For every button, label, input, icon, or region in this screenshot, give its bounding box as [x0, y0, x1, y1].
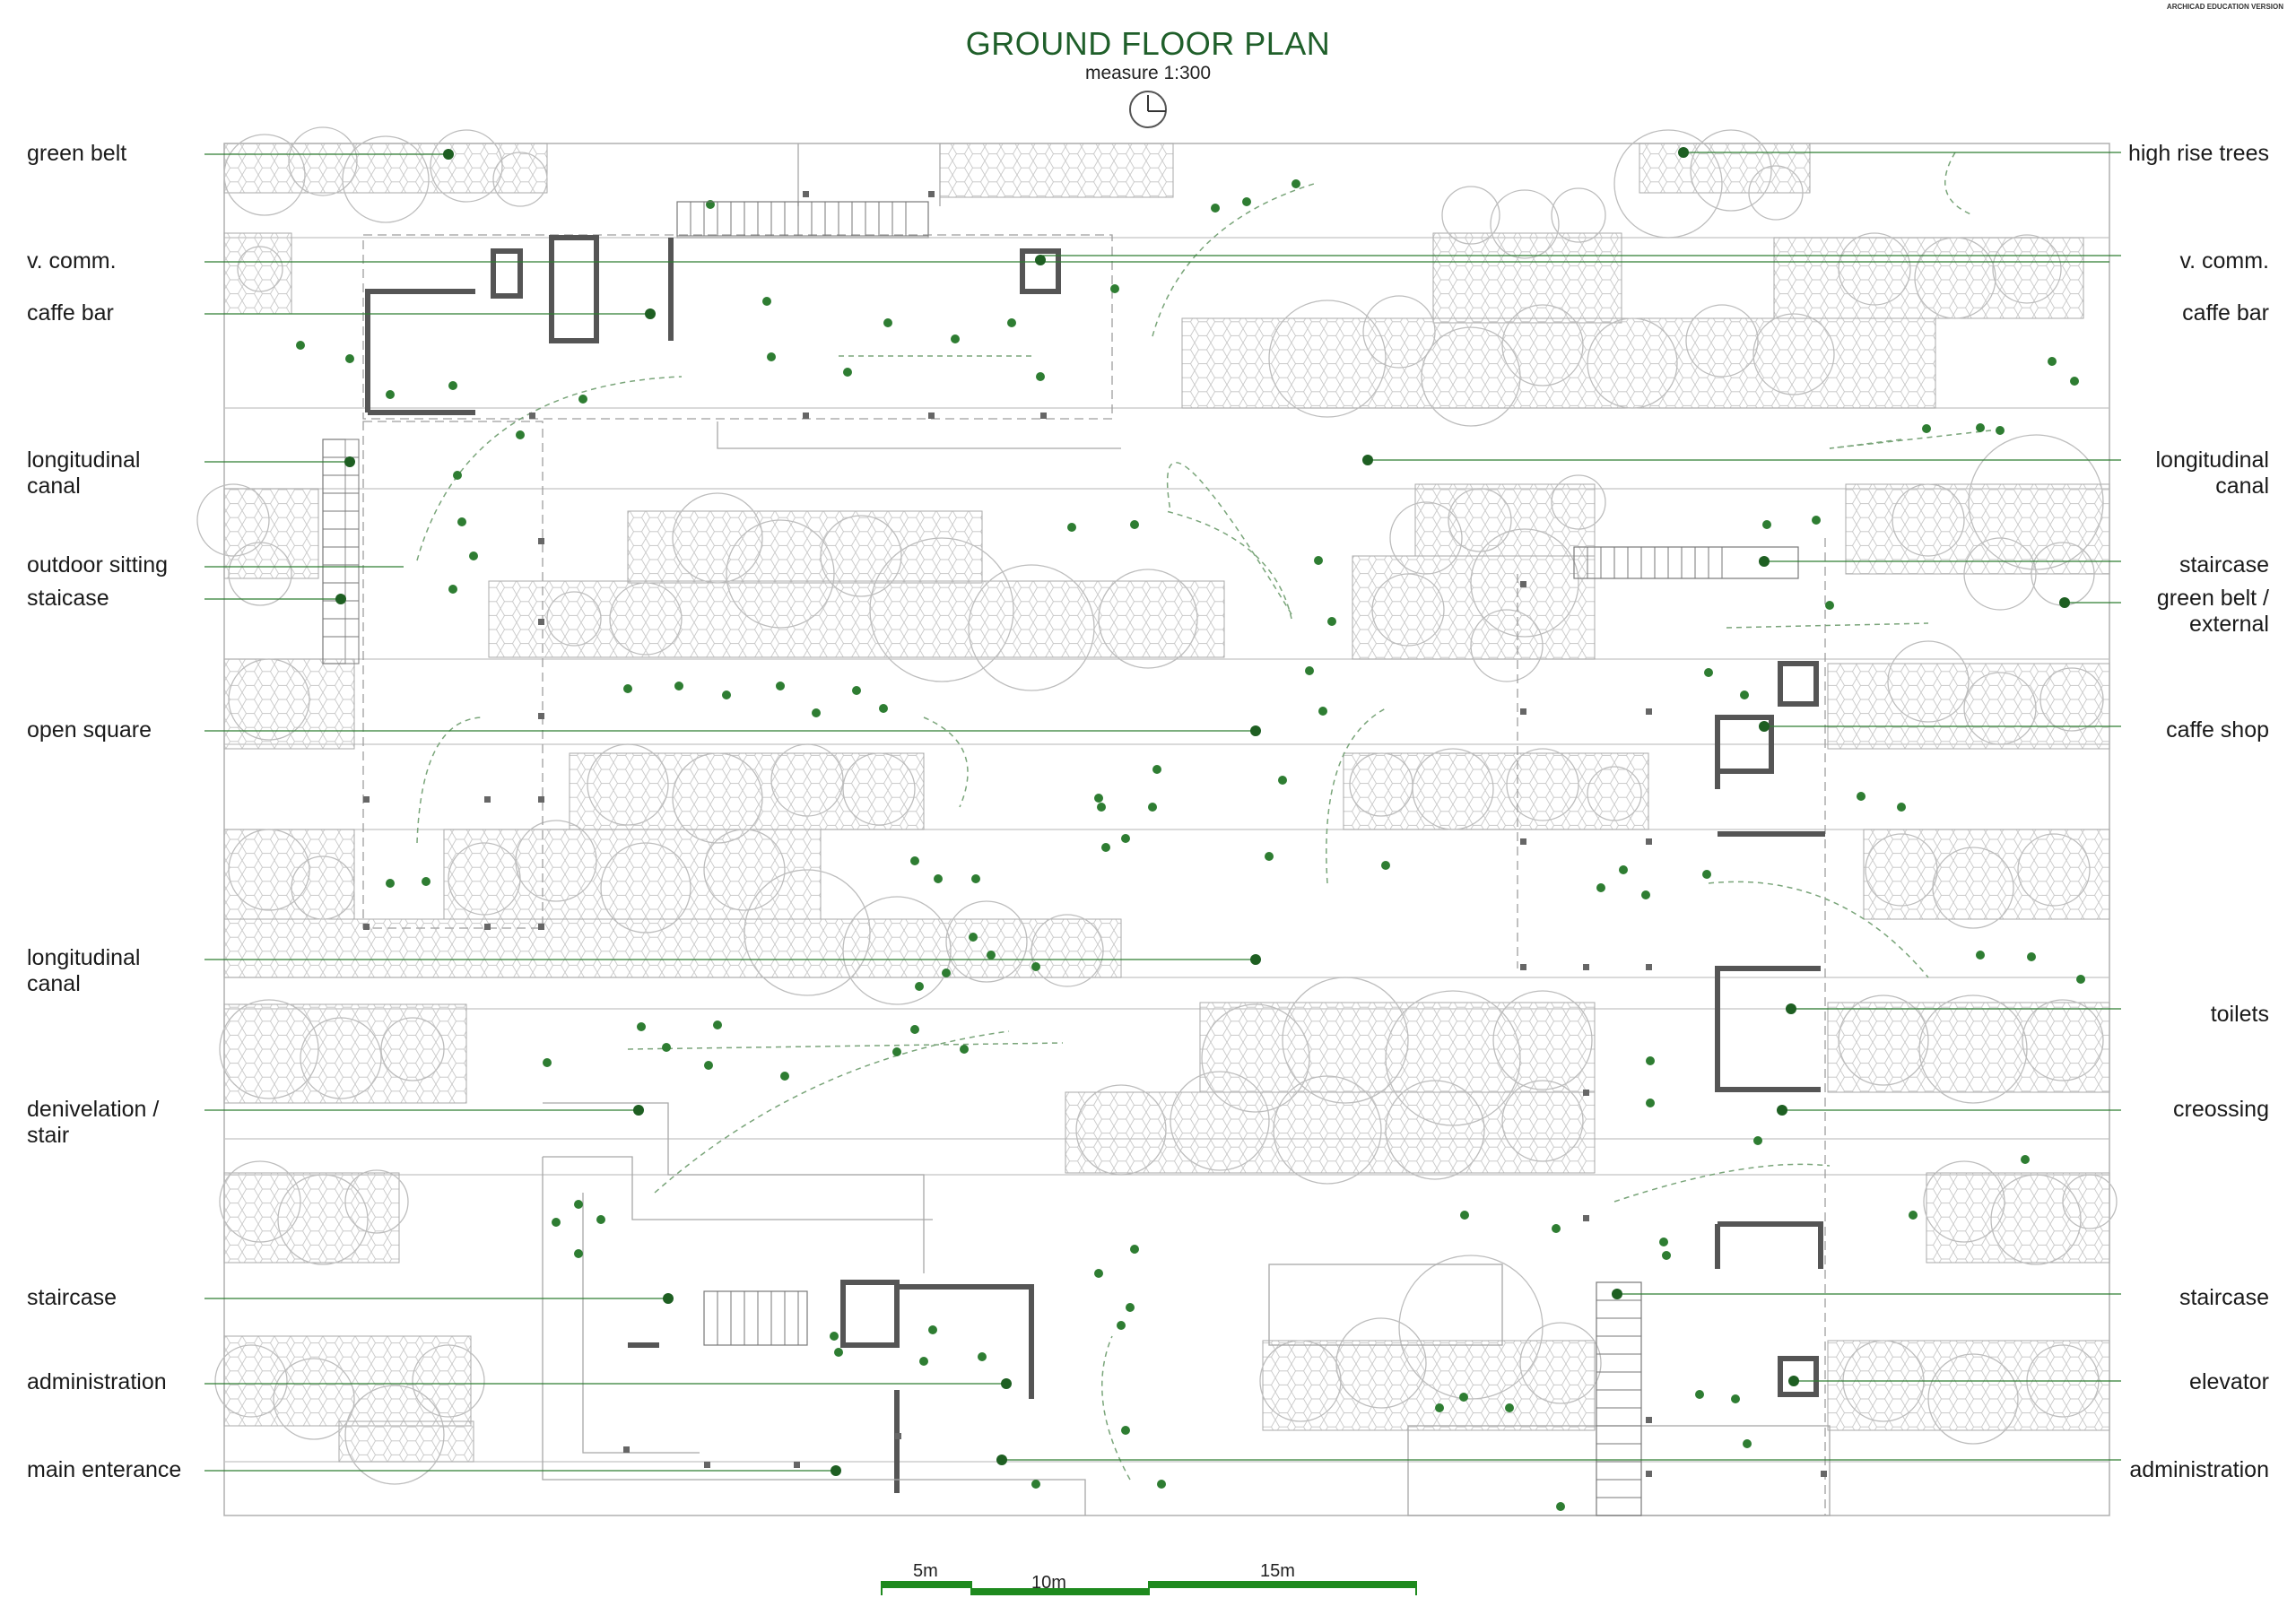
watermark: ARCHICAD EDUCATION VERSION [2166, 3, 2283, 11]
structural-posts [363, 191, 1827, 1477]
leader-dots-left [335, 149, 1261, 1476]
label-right-staircase-1: staircase [2179, 552, 2269, 578]
label-left-staircase: staircase [27, 1285, 117, 1310]
walk-arrows [416, 152, 1992, 1481]
dashed-outlines [362, 234, 1826, 1515]
page-subtitle: measure 1:300 [1084, 63, 1212, 83]
label-left-green-belt: green belt [27, 141, 127, 166]
north-arrow-icon [1129, 91, 1167, 128]
label-right-green-belt-external: green belt /external [2156, 586, 2269, 637]
scale-label-10m: 10m [1031, 1573, 1066, 1593]
label-left-main-enterance: main enterance [27, 1457, 182, 1482]
label-right-staircase-2: staircase [2179, 1285, 2269, 1310]
green-belts [223, 143, 2110, 1463]
label-right-elevator: elevator [2189, 1369, 2269, 1394]
label-right-caffe-bar: caffe bar [2182, 300, 2269, 326]
building-walls [365, 235, 1825, 1493]
leader-dots-right [996, 147, 2070, 1465]
label-left-denivelation-stair: denivelation /stair [27, 1097, 160, 1148]
label-left-v-comm: v. comm. [27, 248, 117, 274]
label-right-caffe-shop: caffe shop [2166, 717, 2269, 743]
scale-bar [881, 1581, 1417, 1595]
label-right-v-comm: v. comm. [2179, 248, 2269, 274]
tree-canopies [196, 126, 2118, 1485]
label-right-administration: administration [2129, 1457, 2269, 1482]
label-left-outdoor-sitting: outdoor sitting [27, 552, 169, 578]
page-title: GROUND FLOOR PLAN [965, 25, 1331, 62]
scale-label-15m: 15m [1260, 1561, 1295, 1581]
leader-lines-right [1002, 152, 2121, 1461]
label-left-caffe-bar: caffe bar [27, 300, 114, 326]
people-figures [296, 179, 2085, 1511]
label-left-staicase: staicase [27, 586, 109, 611]
label-right-toilets: toilets [2210, 1002, 2269, 1027]
label-right-high-rise-trees: high rise trees [2127, 141, 2269, 166]
scale-label-5m: 5m [913, 1561, 938, 1581]
staircases [322, 201, 1799, 1516]
label-right-creossing: creossing [2173, 1097, 2269, 1122]
label-left-administration: administration [27, 1369, 167, 1394]
leader-lines-left [204, 153, 2109, 1472]
label-left-open-square: open square [27, 717, 152, 743]
